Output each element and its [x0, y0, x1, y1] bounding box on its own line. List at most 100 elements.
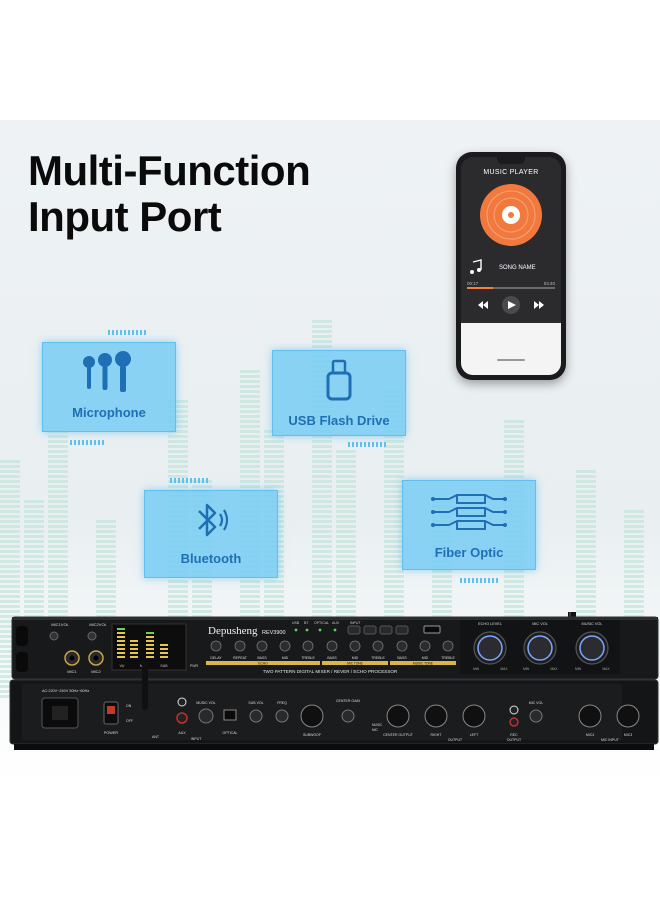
mic-min: MIN [523, 667, 530, 671]
bluetooth-icon [198, 503, 229, 537]
usb-port [423, 625, 441, 634]
usb-drive-icon [326, 359, 352, 401]
time-total: 03:40 [543, 281, 555, 286]
knob-delay: DELAY [210, 656, 222, 660]
music-switch-label: MUSIC [372, 723, 383, 727]
right-label: RIGHT [431, 733, 443, 737]
jack-mic1-label: MIC1 [67, 669, 77, 674]
knob-mic-treble: TREBLE [371, 656, 385, 660]
center-output-label: CENTER OUTPUT [383, 733, 414, 737]
card-tick-decoration [70, 440, 104, 445]
aux-label: AUX [178, 731, 186, 735]
mic2-vol-label: MIC2VOL [89, 622, 107, 627]
headline-line-2: Input Port [28, 193, 222, 240]
phone-lower-panel [461, 323, 561, 375]
card-tick-decoration [170, 478, 210, 483]
ac-label: AC:220V~240V 50Hz~60Hz [42, 689, 89, 693]
led-pwr-label: PWR [190, 664, 199, 668]
status-bt: BT [304, 621, 309, 625]
center-gain-label: CENTER GAIN [336, 699, 360, 703]
section-echo: ECHO [258, 661, 268, 665]
small-antenna [142, 658, 148, 710]
mic1-vol-knob [49, 631, 59, 641]
smartphone: MUSIC PLAYER SONG NAME 00:17 03:40 [456, 152, 566, 380]
subwoof-label: SUBWOOF [303, 733, 321, 737]
card-tick-decoration [348, 442, 388, 447]
knob-music-bass: BASS [397, 656, 407, 660]
rec-label: REC [510, 733, 518, 737]
mic-vol-rear-label: MIC VOL [529, 701, 543, 705]
play-icon [508, 301, 516, 309]
knob-echo-treble: TREBLE [301, 656, 315, 660]
fiber-optic-label: Fiber Optic [434, 545, 504, 560]
card-tick-decoration [460, 578, 500, 583]
optical-label: OPTICAL [223, 731, 238, 735]
usb-label: USB Flash Drive [288, 413, 390, 428]
phone-screen: MUSIC PLAYER SONG NAME 00:17 03:40 [461, 157, 561, 375]
mic-switch-label: MIC [372, 728, 379, 732]
bluetooth-label: Bluetooth [180, 551, 242, 566]
mic-input-label: MIC INPUT [601, 738, 620, 742]
echo-max: MAX [501, 667, 509, 671]
section-mic-tone: MIC TONE [347, 661, 362, 665]
led-sub-label: SUB [160, 664, 168, 668]
music-note-icon [470, 259, 482, 274]
mic-vol-label: MIC VOL [532, 622, 548, 626]
bluetooth-card: Bluetooth [144, 490, 278, 578]
ant-label: ANT [152, 735, 160, 739]
sub-vol-label: SUB VOL [248, 701, 263, 705]
playback-controls [478, 296, 544, 314]
big-knobs [473, 631, 609, 665]
transport-buttons [347, 625, 409, 635]
progress-bar[interactable] [467, 287, 555, 289]
off-label: OFF [126, 719, 133, 723]
status-usb: USB [292, 621, 300, 625]
music-vol-label: MUSIC VOL [582, 622, 603, 626]
usb-card: USB Flash Drive [272, 350, 406, 436]
knob-echo-mid: MID [282, 656, 289, 660]
fiber-optic-icon [431, 494, 507, 530]
power-label: POWER [104, 731, 119, 735]
left-label: LEFT [470, 733, 479, 737]
next-icon [534, 301, 544, 309]
fiber-optic-card: Fiber Optic [402, 480, 536, 570]
tone-knobs-row [210, 640, 454, 652]
mic3-label: MIC3 [624, 733, 632, 737]
knob-mic-bass: BASS [327, 656, 337, 660]
time-elapsed: 00:17 [467, 281, 479, 286]
status-aux: AUX [332, 621, 340, 625]
jack-mic2-label: MIC2 [91, 669, 101, 674]
mic2-vol-knob [87, 631, 97, 641]
phone-notch [497, 157, 525, 164]
knob-mic-mid: MID [352, 656, 359, 660]
rear-jacks [176, 697, 640, 728]
led-vu-label: VU [120, 664, 125, 668]
knob-echo-bass: BASS [257, 656, 267, 660]
music-vol-rear-label: MUSIC VOL [196, 701, 215, 705]
headline-line-1: Multi-Function [28, 147, 311, 194]
microphone-icon [83, 351, 131, 392]
headline: Multi-Function Input Port [28, 148, 428, 240]
model-name: REV3900 [262, 630, 286, 636]
echo-level-label: ECHO LEVEL [478, 622, 502, 626]
music-player-title: MUSIC PLAYER [483, 169, 539, 176]
brand-name: Depusheng [208, 625, 258, 637]
rec-output-label: OUTPUT [507, 738, 522, 742]
microphone-label: Microphone [72, 405, 146, 420]
progress-fill [467, 287, 494, 289]
input-label: INPUT [191, 737, 202, 741]
music-max: MAX [603, 667, 611, 671]
card-tick-decoration [108, 330, 148, 335]
song-name: SONG NAME [499, 265, 536, 271]
section-music-tone: MUSIC TONE [413, 661, 433, 665]
home-indicator [497, 359, 525, 361]
freq-label: FREQ [277, 701, 287, 705]
mic4-label: MIC4 [586, 733, 594, 737]
led-vu-meter [111, 623, 187, 671]
device-tagline: TWO PATTERN DIGITAL MIXER / REVER / ECHO… [263, 669, 398, 674]
mic-max: MAX [551, 667, 559, 671]
knob-repeat: REPEAT [233, 656, 248, 660]
echo-min: MIN [473, 667, 480, 671]
mic1-vol-label: MIC1VOL [51, 622, 69, 627]
status-optical: OPTICAL [314, 621, 329, 625]
